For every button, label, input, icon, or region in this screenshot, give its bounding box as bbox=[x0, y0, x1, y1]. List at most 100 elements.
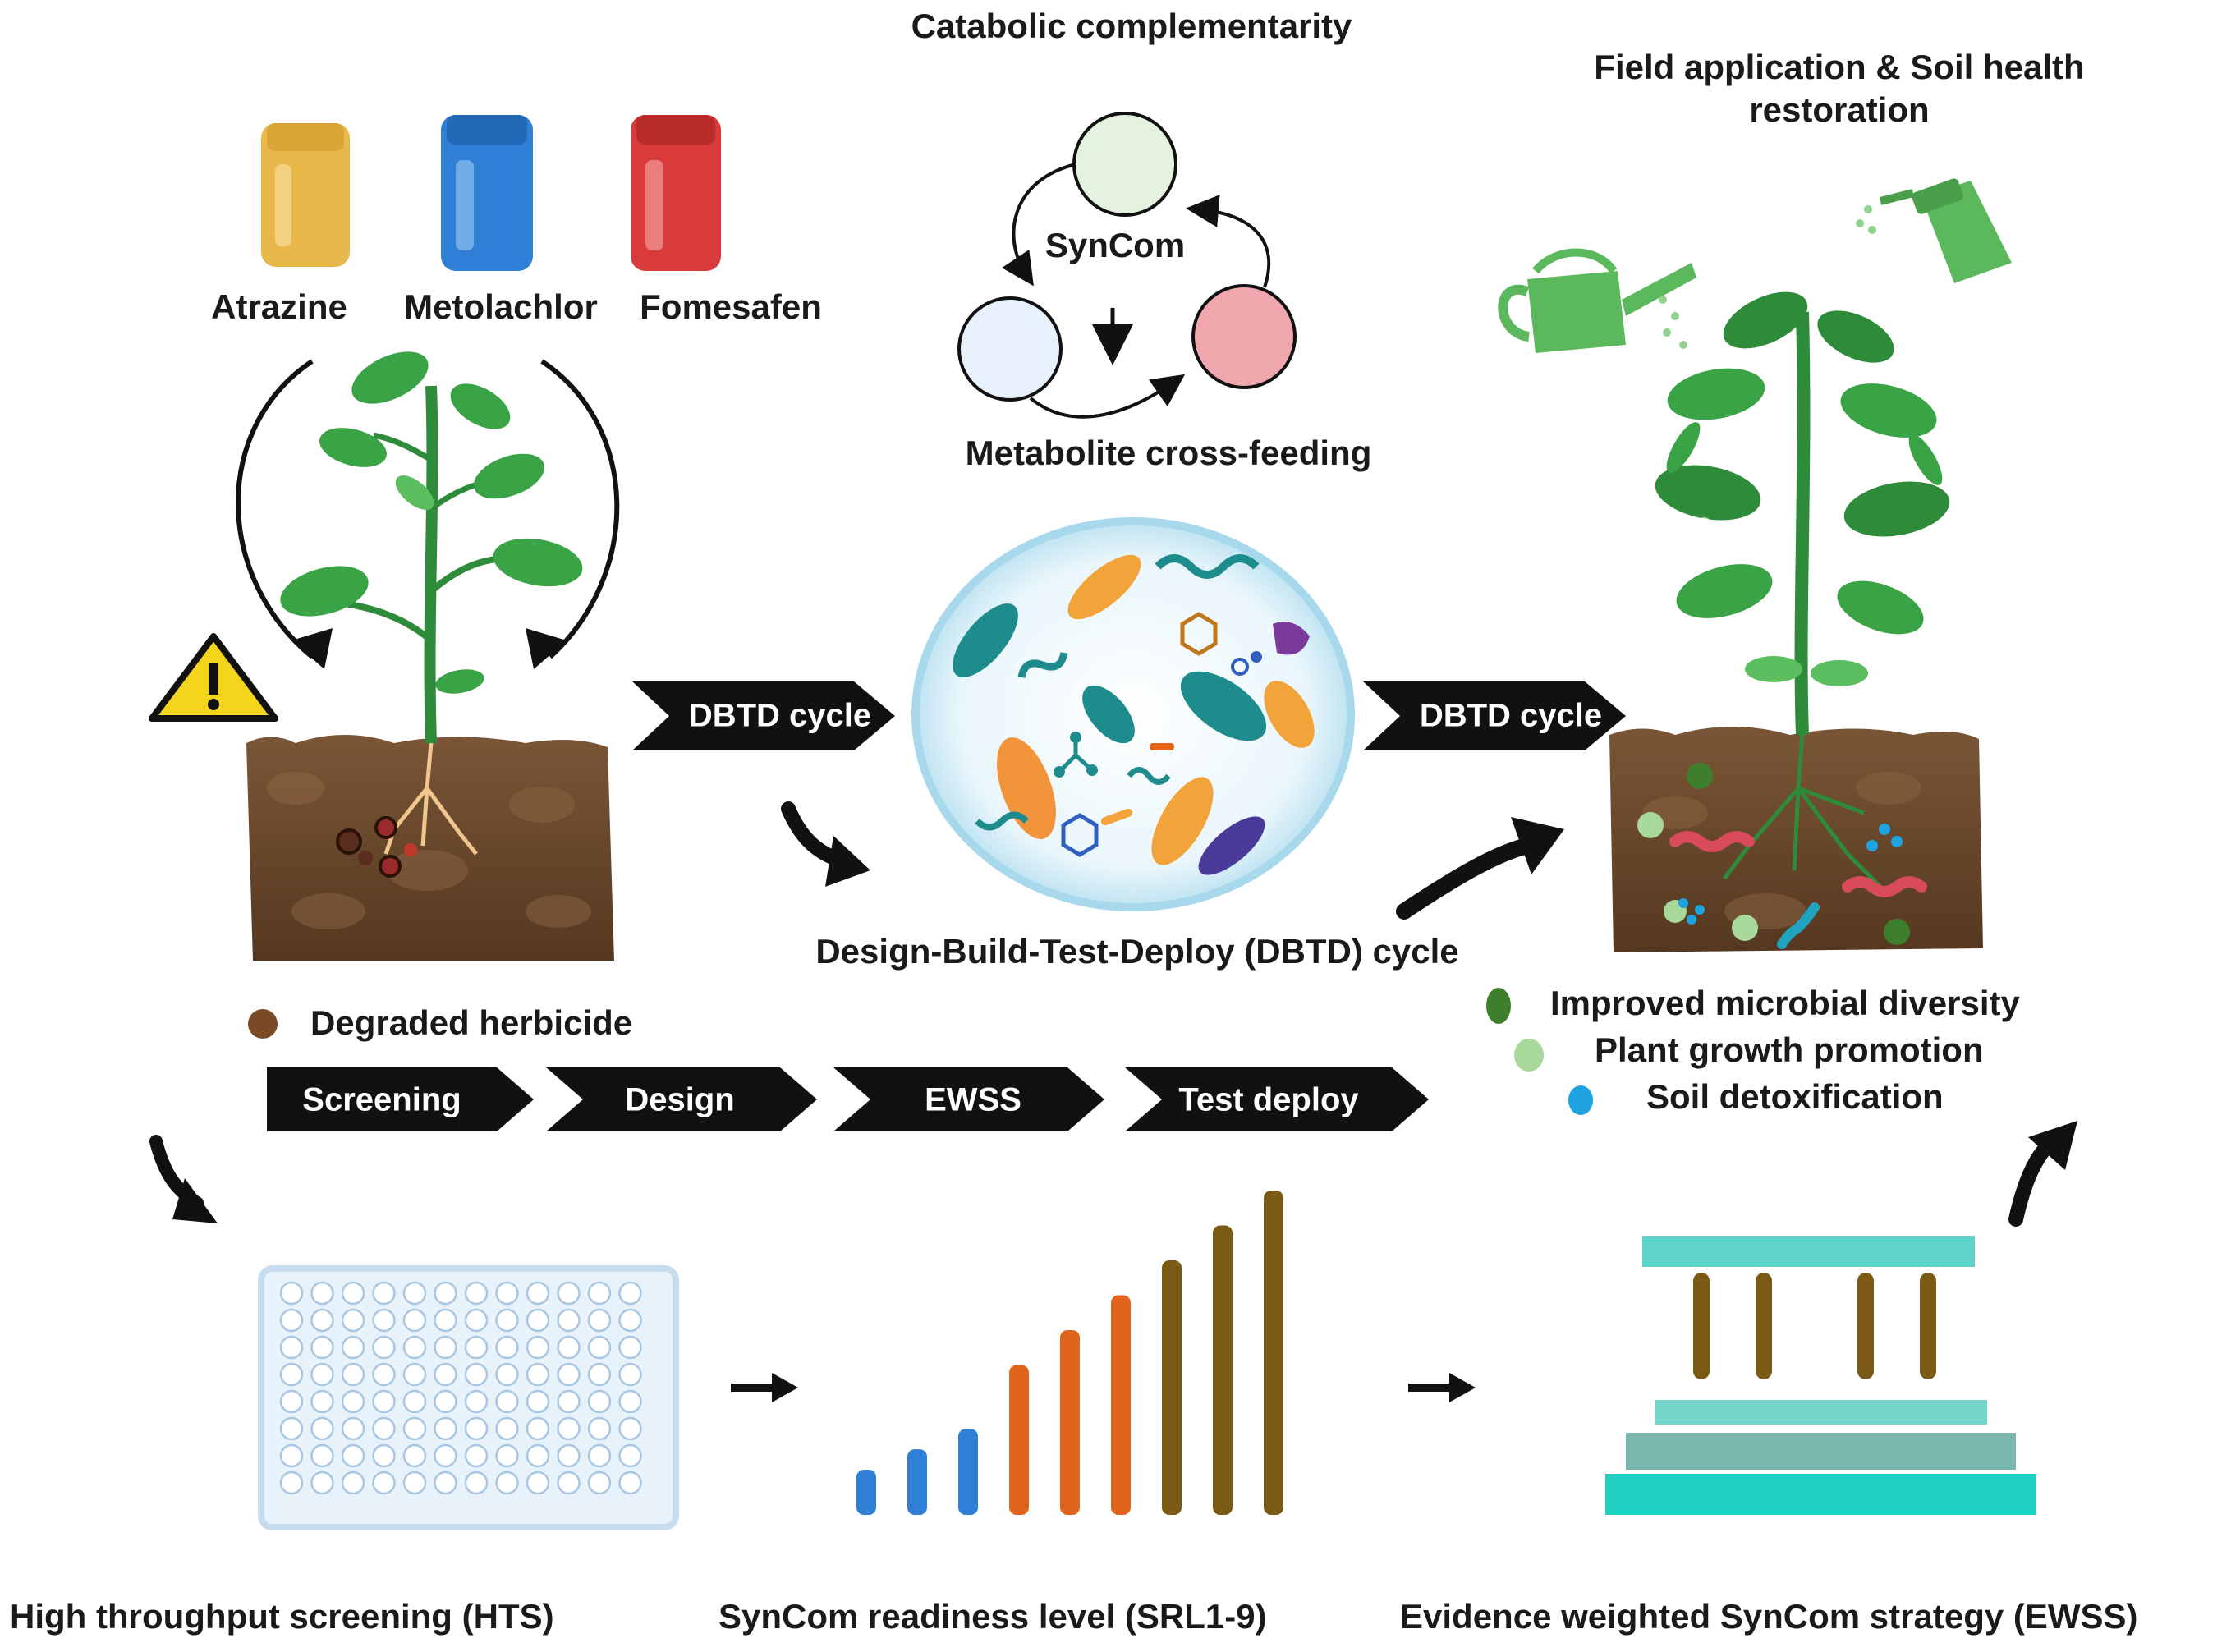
well bbox=[495, 1443, 519, 1468]
pipeline-step-ewss-shape bbox=[833, 1067, 1104, 1131]
ewss-step-top bbox=[1655, 1400, 1987, 1425]
well-plate-icon bbox=[258, 1265, 679, 1530]
well bbox=[464, 1443, 489, 1468]
well bbox=[341, 1389, 365, 1414]
well bbox=[434, 1471, 457, 1495]
dbtd-arrow-down bbox=[781, 801, 870, 887]
well bbox=[372, 1362, 396, 1387]
legend-soil-detox: Soil detoxification bbox=[1646, 1077, 1944, 1116]
well bbox=[434, 1362, 457, 1387]
well bbox=[372, 1308, 396, 1333]
well bbox=[310, 1335, 334, 1360]
well bbox=[557, 1281, 581, 1306]
well bbox=[587, 1471, 612, 1495]
ewss-step-base bbox=[1605, 1474, 2036, 1515]
well bbox=[402, 1443, 427, 1468]
legend-improved-diversity: Improved microbial diversity bbox=[1550, 984, 2020, 1022]
srl-bar-8 bbox=[1213, 1225, 1233, 1515]
syncom-label: SynCom bbox=[1044, 226, 1186, 264]
well bbox=[464, 1281, 489, 1306]
field-title-line1: Field application & Soil health bbox=[1594, 48, 2085, 86]
well bbox=[310, 1471, 334, 1495]
well bbox=[341, 1471, 365, 1495]
pipeline-step-screening-shape bbox=[267, 1067, 534, 1131]
srl-bar-2 bbox=[907, 1449, 927, 1515]
pipeline-step-design: Design bbox=[625, 1081, 735, 1118]
well bbox=[618, 1308, 642, 1333]
herbicide-atrazine: Atrazine bbox=[211, 287, 347, 326]
srl-bar-5 bbox=[1060, 1330, 1080, 1515]
syncom-caption: Metabolite cross-feeding bbox=[965, 434, 1372, 472]
dbtd-right-arrow-shape bbox=[1363, 681, 1626, 750]
well bbox=[587, 1335, 612, 1360]
warning-icon bbox=[149, 633, 278, 722]
well bbox=[402, 1362, 427, 1387]
well bbox=[434, 1281, 457, 1306]
well bbox=[557, 1389, 581, 1414]
well bbox=[310, 1443, 334, 1468]
legend-dot-detox bbox=[1568, 1085, 1593, 1115]
srl-bar-4 bbox=[1009, 1365, 1029, 1515]
well bbox=[618, 1335, 642, 1360]
well bbox=[526, 1335, 550, 1360]
dbtd-caption: Design-Build-Test-Deploy (DBTD) cycle bbox=[815, 932, 1459, 971]
well bbox=[279, 1335, 304, 1360]
srl-bar-1 bbox=[856, 1470, 876, 1515]
syncom-cycle bbox=[957, 112, 1297, 419]
well bbox=[402, 1308, 427, 1333]
well bbox=[279, 1389, 304, 1414]
well bbox=[279, 1308, 304, 1333]
well bbox=[587, 1416, 612, 1441]
field-title-line2: restoration bbox=[1749, 90, 1930, 129]
well bbox=[341, 1281, 365, 1306]
well bbox=[279, 1281, 304, 1306]
well bbox=[464, 1416, 489, 1441]
ewss-structure bbox=[1605, 1236, 2036, 1515]
well bbox=[434, 1308, 457, 1333]
right-soil bbox=[1609, 727, 1983, 952]
jar-atrazine bbox=[261, 123, 350, 267]
well bbox=[557, 1362, 581, 1387]
pipeline-step-test-deploy-shape bbox=[1125, 1067, 1429, 1131]
well bbox=[495, 1281, 519, 1306]
well bbox=[402, 1281, 427, 1306]
well bbox=[310, 1362, 334, 1387]
well bbox=[587, 1308, 612, 1333]
well bbox=[557, 1443, 581, 1468]
well bbox=[310, 1416, 334, 1441]
well bbox=[372, 1389, 396, 1414]
well bbox=[341, 1416, 365, 1441]
spray-bottle-icon bbox=[1856, 178, 2012, 283]
legend-dot-diversity bbox=[1486, 988, 1511, 1024]
legend-dot-degraded bbox=[248, 1009, 278, 1039]
well bbox=[341, 1335, 365, 1360]
well bbox=[279, 1362, 304, 1387]
well bbox=[618, 1389, 642, 1414]
well bbox=[464, 1471, 489, 1495]
ewss-roof bbox=[1642, 1236, 1975, 1267]
well bbox=[464, 1362, 489, 1387]
dbtd-left-arrow-shape bbox=[632, 681, 895, 750]
herbicide-metolachlor: Metolachlor bbox=[404, 287, 598, 326]
catabolic-title: Catabolic complementarity bbox=[911, 7, 1352, 45]
well bbox=[587, 1389, 612, 1414]
well bbox=[618, 1443, 642, 1468]
dbtd-left-arrow-label: DBTD cycle bbox=[688, 697, 872, 734]
well bbox=[434, 1416, 457, 1441]
well bbox=[618, 1416, 642, 1441]
left-soil bbox=[246, 735, 614, 961]
well bbox=[526, 1362, 550, 1387]
ewss-pillar bbox=[1920, 1273, 1936, 1379]
watering-can-icon bbox=[1498, 248, 1696, 353]
well bbox=[310, 1389, 334, 1414]
pipeline-step-design-shape bbox=[546, 1067, 817, 1131]
well bbox=[587, 1443, 612, 1468]
well bbox=[310, 1281, 334, 1306]
well bbox=[618, 1281, 642, 1306]
well bbox=[402, 1416, 427, 1441]
well bbox=[495, 1362, 519, 1387]
well bbox=[402, 1471, 427, 1495]
ewss-pillar bbox=[1756, 1273, 1772, 1379]
pipeline-step-ewss: EWSS bbox=[925, 1081, 1021, 1118]
